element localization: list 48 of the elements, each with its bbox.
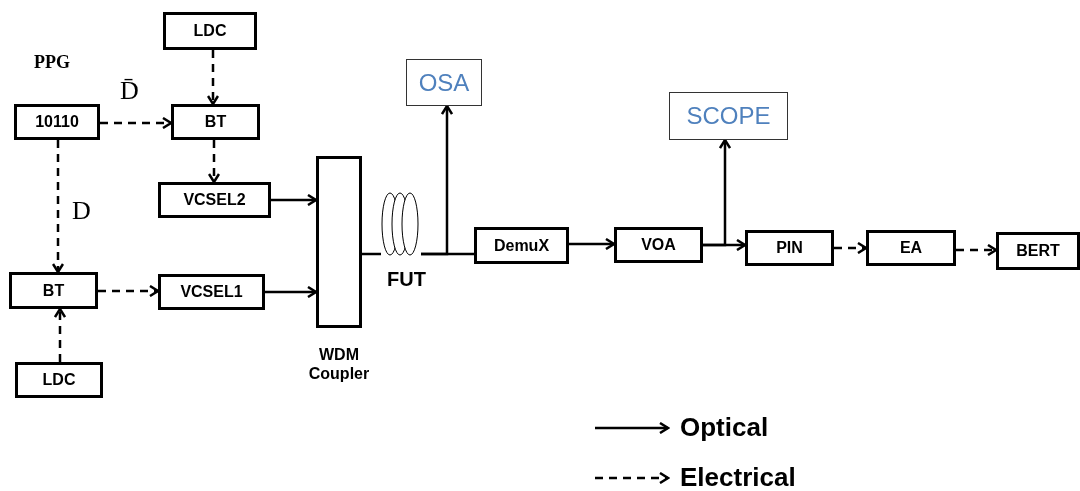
block-label: LDC [42, 371, 76, 389]
fiber-label: FUT [387, 268, 426, 291]
block-label: LDC [193, 22, 227, 40]
arrow [703, 138, 732, 247]
block-label: PIN [776, 239, 803, 257]
block-label: WDM Coupler [307, 345, 371, 384]
arrow [421, 104, 454, 256]
block-label: EA [899, 239, 923, 257]
arrow [51, 140, 65, 274]
block-box [866, 230, 956, 266]
block-label: OSA [418, 68, 470, 97]
block-box [474, 227, 569, 264]
block-box [158, 182, 271, 218]
arrow [53, 307, 67, 362]
block-label: VOA [641, 236, 676, 254]
arrow [206, 50, 220, 106]
block-box [406, 59, 482, 106]
arrow [956, 243, 998, 257]
block-box [158, 274, 265, 310]
legend-label: Optical [680, 413, 769, 442]
block-label: VCSEL2 [183, 191, 246, 209]
block-label: BT [204, 113, 227, 131]
group-label: PPG [34, 52, 70, 73]
arrow [271, 193, 318, 207]
block-label: DemuX [493, 236, 550, 255]
block-label: VCSEL1 [180, 283, 243, 301]
arrow [569, 237, 616, 251]
block-box [996, 232, 1080, 270]
block-label: BERT [1016, 242, 1060, 260]
legend-label: Electrical [680, 463, 796, 491]
block-box [171, 104, 260, 140]
block-box [163, 12, 257, 50]
arrow [98, 284, 160, 298]
arrow [100, 116, 173, 130]
block-label: SCOPE [686, 102, 771, 130]
block-label: 10110 [35, 113, 79, 131]
block-box [614, 227, 703, 263]
fiber-coil-drawing [381, 192, 421, 256]
block-box [9, 272, 98, 309]
arrow [265, 285, 318, 299]
block-label: BT [42, 281, 65, 300]
block-box [14, 104, 100, 140]
block-box [669, 92, 788, 140]
block-box [15, 362, 103, 398]
arrow [207, 140, 221, 184]
block-box [745, 230, 834, 266]
arrow [834, 241, 868, 255]
connector-line [362, 252, 381, 256]
